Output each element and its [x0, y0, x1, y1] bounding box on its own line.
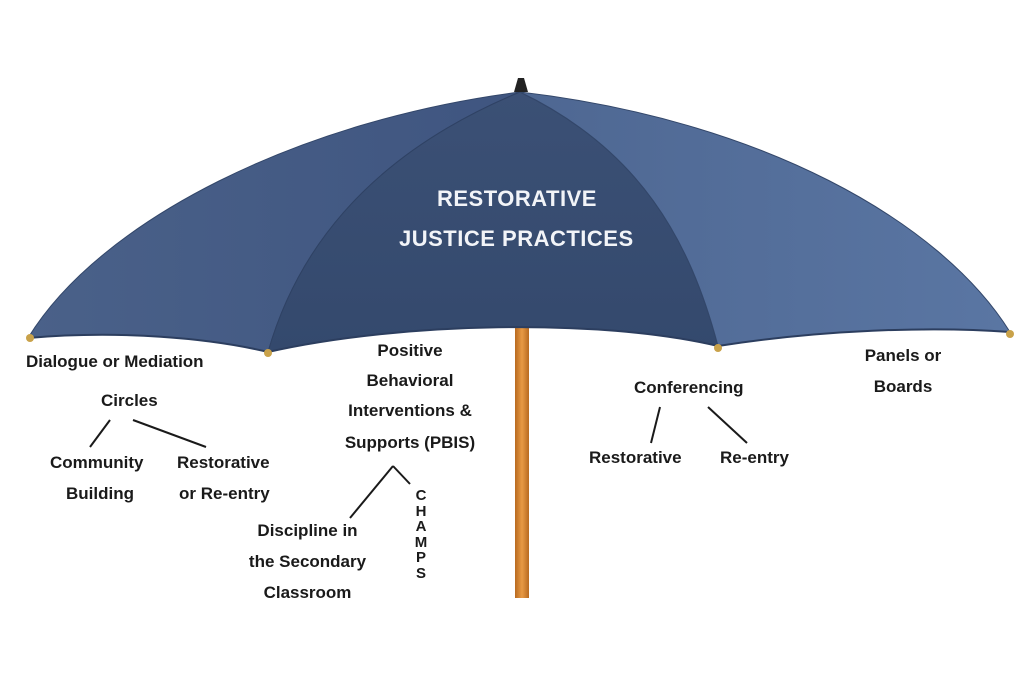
restorative-reentry-line1: Restorative	[177, 453, 270, 472]
connector-conf-reentry	[707, 406, 748, 444]
canopy-hem	[27, 326, 1011, 354]
connector-conf-restorative	[650, 406, 661, 444]
pbis-line1: Positive	[377, 341, 443, 360]
champs-vertical-label: CHAMPS	[414, 487, 428, 582]
panels-line1: Panels or	[864, 346, 942, 365]
discipline-line3: Classroom	[263, 583, 352, 602]
conferencing-restorative: Restorative	[589, 448, 682, 467]
rib-tip-right	[1006, 330, 1014, 338]
pbis-line2: Behavioral	[366, 371, 454, 390]
restorative-reentry-line2: or Re-entry	[179, 484, 270, 503]
dialogue-label: Dialogue or Mediation	[26, 352, 204, 371]
rib-tip-center-left	[264, 349, 272, 357]
circles-label: Circles	[101, 391, 158, 410]
pbis-line4: Supports (PBIS)	[344, 433, 476, 452]
connector-circles-community	[89, 419, 111, 448]
rib-tip-center-right	[714, 344, 722, 352]
discipline-line2: the Secondary	[248, 552, 367, 571]
community-building-line1: Community	[50, 453, 144, 472]
pbis-line3: Interventions &	[348, 401, 472, 420]
canopy-title-line1: RESTORATIVE	[437, 186, 597, 211]
connector-circles-restorative	[132, 419, 207, 448]
panels-line2: Boards	[873, 377, 933, 396]
umbrella-shaft	[515, 328, 529, 598]
discipline-line1: Discipline in	[257, 521, 358, 540]
connector-pbis-discipline	[349, 465, 394, 519]
conferencing-label: Conferencing	[634, 378, 744, 397]
community-building-line2: Building	[66, 484, 134, 503]
rib-tip-left	[26, 334, 34, 342]
canopy-title-line2: JUSTICE PRACTICES	[399, 226, 634, 251]
conferencing-reentry: Re-entry	[720, 448, 789, 467]
connector-pbis-champs	[392, 465, 411, 485]
umbrella-ferrule	[514, 78, 528, 92]
